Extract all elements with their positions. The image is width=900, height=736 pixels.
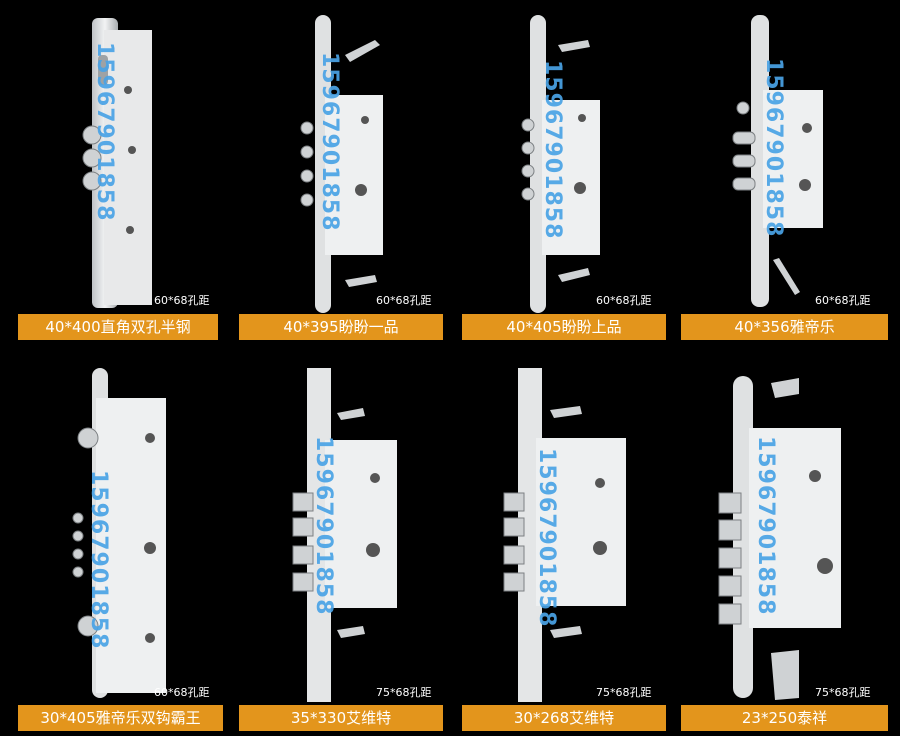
product-card-2[interactable]: 15967901858 60*68孔距 40*395盼盼一品 [225, 0, 450, 368]
phone-watermark: 15967901858 [311, 436, 336, 616]
mortise-lock-image [718, 376, 841, 700]
mortise-lock-image [503, 368, 626, 702]
hole-spacing-label: 60*68孔距 [376, 294, 432, 307]
product-name-label: 40*395盼盼一品 [239, 314, 443, 340]
product-card-1[interactable]: 15967901858 60*68孔距 40*400直角双孔半钢 [0, 0, 225, 368]
hole-spacing-label: 75*68孔距 [596, 686, 652, 699]
product-card-6[interactable]: 15967901858 75*68孔距 35*330艾维特 [225, 368, 450, 736]
hole-spacing-label: 60*68孔距 [154, 294, 210, 307]
hole-spacing-label: 60*68孔距 [596, 294, 652, 307]
product-name-label: 30*405雅帝乐双钩霸王 [18, 705, 223, 731]
product-name-label: 40*356雅帝乐 [681, 314, 888, 340]
product-name-label: 23*250泰祥 [681, 705, 888, 731]
mortise-lock-image [732, 15, 823, 307]
product-name-label: 35*330艾维特 [239, 705, 443, 731]
product-name-label: 40*400直角双孔半钢 [18, 314, 218, 340]
hole-spacing-label: 60*68孔距 [154, 686, 210, 699]
phone-watermark: 15967901858 [534, 448, 559, 628]
phone-watermark: 15967901858 [761, 58, 786, 238]
product-card-3[interactable]: 15967901858 60*68孔距 40*405盼盼上品 [450, 0, 675, 368]
product-name-label: 40*405盼盼上品 [462, 314, 666, 340]
mortise-lock-image [82, 18, 152, 308]
product-card-8[interactable]: 15967901858 75*68孔距 23*250泰祥 [675, 368, 900, 736]
product-name-label: 30*268艾维特 [462, 705, 666, 731]
phone-watermark: 15967901858 [317, 52, 342, 232]
hole-spacing-label: 75*68孔距 [376, 686, 432, 699]
phone-watermark: 15967901858 [92, 42, 117, 222]
hole-spacing-label: 60*68孔距 [815, 294, 871, 307]
mortise-lock-image [300, 15, 383, 313]
product-card-7[interactable]: 15967901858 75*68孔距 30*268艾维特 [450, 368, 675, 736]
phone-watermark: 15967901858 [86, 470, 111, 650]
phone-watermark: 15967901858 [753, 436, 778, 616]
phone-watermark: 15967901858 [540, 60, 565, 240]
mortise-lock-image [72, 368, 166, 698]
mortise-lock-image [521, 15, 600, 313]
product-card-4[interactable]: 15967901858 60*68孔距 40*356雅帝乐 [675, 0, 900, 368]
hole-spacing-label: 75*68孔距 [815, 686, 871, 699]
product-card-5[interactable]: 15967901858 60*68孔距 30*405雅帝乐双钩霸王 [0, 368, 225, 736]
mortise-lock-image [292, 368, 397, 702]
